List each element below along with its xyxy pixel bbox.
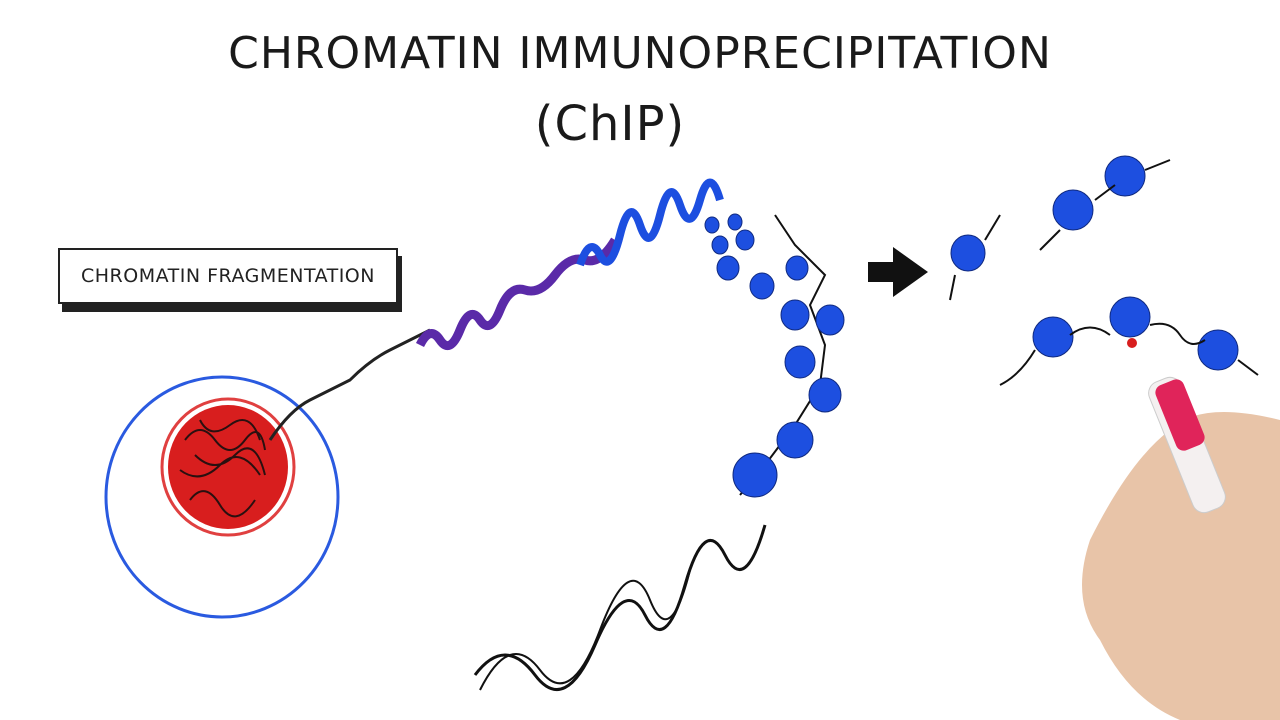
step-label-text: CHROMATIN FRAGMENTATION — [81, 265, 375, 287]
nucleosomes — [704, 213, 845, 498]
antibody-mark — [1127, 338, 1137, 348]
dna-strand — [268, 328, 431, 441]
dna-helix — [473, 524, 767, 692]
chromatin-coil-blue — [576, 178, 724, 267]
page-title: CHROMATIN IMMUNOPRECIPITATION — [228, 28, 1052, 79]
chromatin-coil-purple — [415, 237, 619, 350]
arrow-icon — [868, 247, 928, 297]
fragments — [950, 155, 1239, 371]
page-subtitle: (ChIP) — [534, 96, 686, 152]
step-label: CHROMATIN FRAGMENTATION — [58, 248, 398, 304]
hand-with-marker — [1082, 376, 1280, 720]
nucleus — [168, 405, 288, 529]
cell — [104, 375, 340, 619]
